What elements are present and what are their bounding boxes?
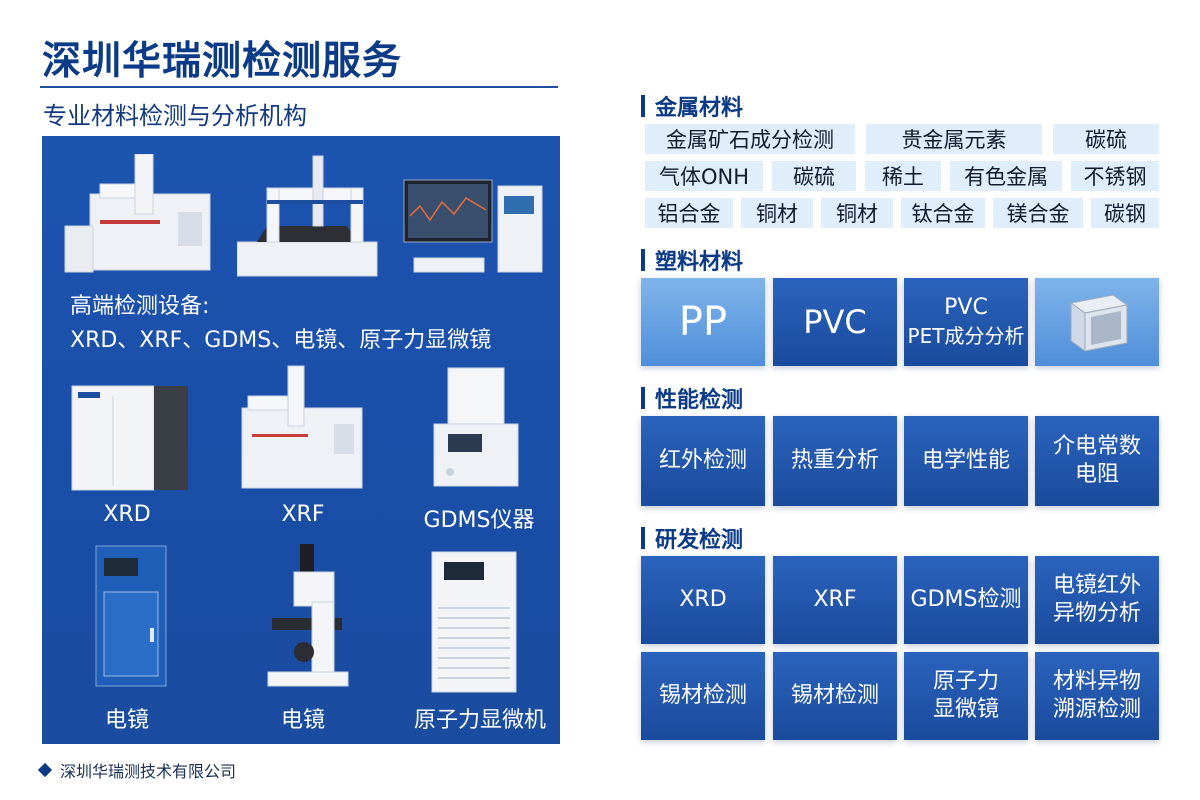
performance-tile[interactable]: 红外检测 — [641, 416, 765, 506]
tile-label: 热重分析 — [790, 448, 879, 473]
tile-label: XRF — [813, 587, 857, 612]
section-performance-heading: 性能检测 — [641, 382, 743, 414]
equipment-caption-xrf: XRF — [281, 502, 325, 527]
afm-instrument-illustration — [431, 551, 517, 693]
metal-tag[interactable]: 碳钢 — [1091, 198, 1159, 228]
equipment-caption-gdms: GDMS仪器 — [423, 508, 535, 533]
optical-microscope-illustration — [267, 544, 349, 687]
metal-tag[interactable]: 碳硫 — [772, 161, 856, 191]
rnd-tile[interactable]: GDMS检测 — [904, 556, 1028, 644]
plastic-tile-pvc[interactable]: PVC — [773, 278, 897, 366]
plastic-tile-pvc-pet[interactable]: PVC PET成分分析 — [904, 278, 1028, 366]
rnd-tile[interactable]: 原子力 显微镜 — [904, 652, 1028, 740]
tile-label: 溯源检测 — [1052, 697, 1141, 722]
metal-tag[interactable]: 碳硫 — [1053, 124, 1159, 154]
tile-label: XRD — [679, 587, 727, 612]
rnd-tile[interactable]: 电镜红外 异物分析 — [1035, 556, 1159, 644]
computer-analyzer-illustration — [403, 179, 543, 273]
tile-label: 电镜红外 — [1052, 573, 1141, 598]
rnd-tile[interactable]: 材料异物 溯源检测 — [1035, 652, 1159, 740]
section-bar-icon — [641, 527, 645, 549]
diamond-icon — [37, 762, 53, 778]
tile-label: 显微镜 — [932, 697, 999, 722]
xrf-instrument-illustration — [241, 365, 363, 489]
equipment-intro: 高端检测设备: XRD、XRF、GDMS、电镜、原子力显微镜 — [70, 290, 491, 358]
equipment-caption-xrd: XRD — [103, 502, 151, 527]
tile-label: 电学性能 — [921, 448, 1010, 473]
equipment-intro-line2: XRD、XRF、GDMS、电镜、原子力显微镜 — [70, 328, 492, 353]
section-bar-icon — [641, 95, 645, 117]
page-title: 深圳华瑞测检测服务 — [42, 39, 403, 84]
plastic-tile-pp[interactable]: PP — [641, 278, 765, 366]
metal-tag[interactable]: 铝合金 — [645, 198, 733, 228]
metal-tag[interactable]: 不锈钢 — [1071, 161, 1159, 191]
equipment-intro-line1: 高端检测设备: — [70, 294, 210, 319]
performance-tile[interactable]: 介电常数 电阻 — [1035, 416, 1159, 506]
section-metal-title: 金属材料 — [655, 96, 744, 121]
metal-tag[interactable]: 有色金属 — [950, 161, 1062, 191]
metal-tag[interactable]: 贵金属元素 — [866, 124, 1042, 154]
metal-tag[interactable]: 镁合金 — [993, 198, 1083, 228]
section-rnd-heading: 研发检测 — [641, 522, 743, 554]
section-bar-icon — [641, 387, 645, 409]
plastic-part-icon — [1069, 294, 1129, 352]
metal-tag[interactable]: 稀土 — [865, 161, 941, 191]
metal-tag[interactable]: 钛合金 — [901, 198, 985, 228]
section-bar-icon — [641, 249, 645, 271]
page-subtitle: 专业材料检测与分析机构 — [43, 102, 307, 130]
metal-tag[interactable]: 气体ONH — [645, 161, 763, 191]
tile-label: PVC — [944, 295, 988, 320]
tile-label: 原子力 — [932, 669, 999, 694]
equipment-panel: 高端检测设备: XRD、XRF、GDMS、电镜、原子力显微镜 — [42, 136, 560, 744]
title-divider — [40, 86, 558, 88]
rnd-tile[interactable]: 锡材检测 — [773, 652, 897, 740]
xrd-instrument-illustration — [71, 385, 188, 491]
tile-label: GDMS检测 — [910, 587, 1022, 612]
tile-label: 异物分析 — [1052, 601, 1141, 626]
section-rnd-title: 研发检测 — [655, 528, 744, 553]
tile-label: 介电常数 — [1052, 434, 1141, 459]
performance-tile[interactable]: 电学性能 — [904, 416, 1028, 506]
metal-tag[interactable]: 铜材 — [741, 198, 813, 228]
tile-label: PP — [678, 299, 728, 345]
tile-label: 锡材检测 — [658, 683, 747, 708]
rnd-tile[interactable]: XRF — [773, 556, 897, 644]
section-plastic-heading: 塑料材料 — [641, 244, 743, 276]
tile-label: 红外检测 — [658, 448, 747, 473]
equipment-caption-afm: 原子力显微机 — [413, 708, 546, 733]
footer: 深圳华瑞测技术有限公司 — [37, 758, 237, 782]
gdms-instrument-illustration — [433, 367, 519, 487]
tile-label: 电阻 — [1074, 462, 1119, 487]
metal-tag[interactable]: 金属矿石成分检测 — [645, 124, 855, 154]
section-performance-title: 性能检测 — [655, 388, 744, 413]
section-plastic-title: 塑料材料 — [655, 250, 744, 275]
gas-chromatograph-illustration — [64, 154, 211, 273]
tile-label: PVC — [803, 303, 867, 341]
tile-label: PET成分分析 — [907, 324, 1025, 348]
plastic-tile-sample[interactable] — [1035, 278, 1159, 366]
rnd-tile[interactable]: 锡材检测 — [641, 652, 765, 740]
footer-company: 深圳华瑞测技术有限公司 — [60, 762, 237, 781]
rnd-tile[interactable]: XRD — [641, 556, 765, 644]
metal-tag[interactable]: 铜材 — [821, 198, 893, 228]
coordinate-measuring-machine-illustration — [237, 155, 378, 277]
electron-microscope-illustration — [95, 545, 167, 687]
tile-label: 材料异物 — [1052, 669, 1141, 694]
section-metal-heading: 金属材料 — [641, 90, 743, 122]
tile-label: 锡材检测 — [790, 683, 879, 708]
equipment-caption-em-2: 电镜 — [280, 708, 325, 733]
performance-tile[interactable]: 热重分析 — [773, 416, 897, 506]
equipment-caption-em-1: 电镜 — [104, 708, 149, 733]
